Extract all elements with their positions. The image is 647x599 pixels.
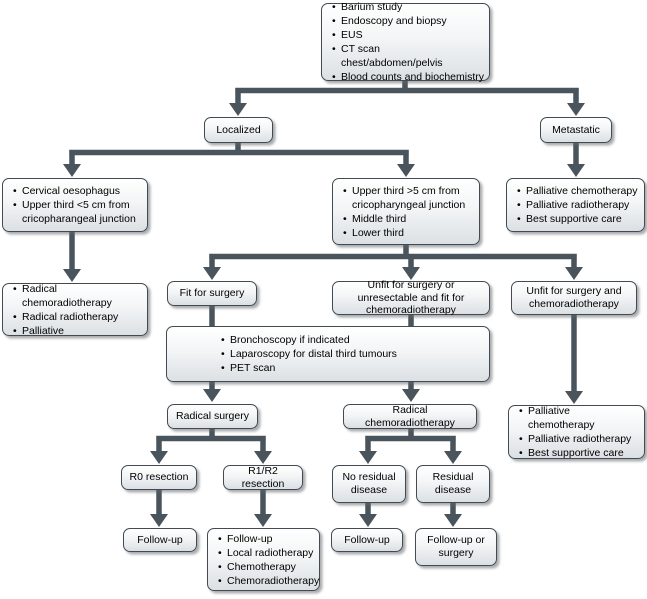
- node-staging: Bronchoscopy if indicated Laparoscopy fo…: [166, 326, 490, 382]
- list-item: Chemotherapy: [216, 560, 314, 574]
- node-radical-surgery: Radical surgery: [167, 404, 258, 429]
- list-item: Best supportive care: [515, 212, 639, 226]
- list-item: Radical chemoradiotherapy: [11, 282, 142, 310]
- node-metastatic: Metastatic: [540, 117, 612, 143]
- node-followup-r0: Follow-up: [123, 528, 197, 552]
- list-item: Lower third: [341, 226, 474, 240]
- node-followup-no-residual: Follow-up: [331, 528, 403, 552]
- list-item: Best supportive care: [517, 446, 639, 460]
- node-followup-or-surgery: Follow-up or surgery: [415, 528, 497, 566]
- list-item: Chemoradiotherapy: [216, 574, 319, 588]
- list-item: PET scan: [219, 361, 484, 375]
- node-unfit-palliative: Palliative chemotherapy Palliative radio…: [508, 404, 645, 460]
- connector-arrowheads: [63, 103, 585, 527]
- node-radical-chemoradiotherapy: Radical chemoradiotherapy: [343, 404, 477, 429]
- list-item: Palliative: [11, 324, 142, 338]
- node-r1r2-resection: R1/R2 resection: [223, 465, 303, 490]
- list-item: Palliative radiotherapy: [517, 432, 639, 446]
- node-r0-resection: R0 resection: [121, 465, 197, 490]
- list-item: Radical radiotherapy: [11, 310, 142, 324]
- list-item: Follow-up: [216, 532, 314, 546]
- list-item: Palliative chemotherapy: [517, 404, 639, 432]
- node-r1r2-followup: Follow-up Local radiotherapy Chemotherap…: [207, 528, 320, 591]
- list-item: Palliative chemotherapy: [515, 184, 639, 198]
- list-item: Laparoscopy for distal third tumours: [219, 347, 484, 361]
- node-radical-options: Radical chemoradiotherapy Radical radiot…: [2, 282, 148, 338]
- list-item: Cervical oesophagus: [11, 184, 142, 198]
- node-unfit-or-unresectable: Unfit for surgery or unresectable and fi…: [332, 279, 490, 316]
- node-upper-middle-lower-third: Upper third >5 cm from cricopharyngeal j…: [332, 178, 480, 245]
- list-item: Local radiotherapy: [216, 546, 314, 560]
- list-item: Barium study: [330, 0, 484, 14]
- node-fit-for-surgery: Fit for surgery: [167, 281, 257, 306]
- list-item: Middle third: [341, 212, 474, 226]
- node-workup: Barium study Endoscopy and biopsy EUS CT…: [321, 0, 490, 84]
- list-item: Blood counts and biochemistry: [330, 70, 484, 84]
- list-item: Bronchoscopy if indicated: [219, 333, 484, 347]
- list-item: Upper third <5 cm from cricopharangeal j…: [11, 198, 142, 226]
- node-residual-disease: Residual disease: [416, 465, 490, 503]
- list-item: Endoscopy and biopsy: [330, 14, 484, 28]
- node-localized: Localized: [204, 117, 273, 143]
- list-item: CT scan chest/abdomen/pelvis: [330, 42, 484, 70]
- node-cervical-oesophagus: Cervical oesophagus Upper third <5 cm fr…: [2, 178, 148, 232]
- list-item: Upper third >5 cm from cricopharyngeal j…: [341, 184, 474, 212]
- list-item: Palliative radiotherapy: [515, 198, 639, 212]
- list-item: EUS: [330, 28, 484, 42]
- node-metastatic-palliative: Palliative chemotherapy Palliative radio…: [506, 178, 645, 232]
- node-no-residual-disease: No residual disease: [332, 465, 406, 503]
- node-unfit-and-chemoradiotherapy: Unfit for surgery and chemoradiotherapy: [511, 281, 637, 315]
